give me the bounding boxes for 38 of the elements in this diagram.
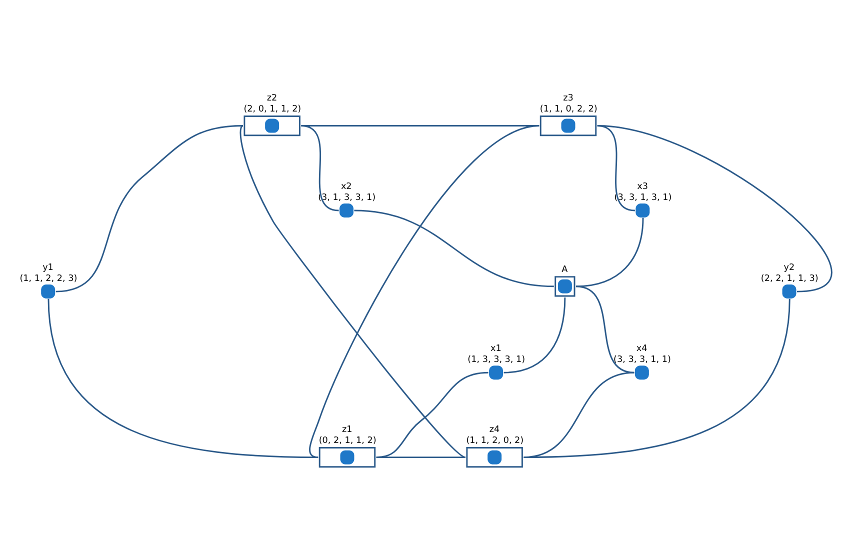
connector [524,298,790,458]
node-label: x4 [636,343,648,354]
node-label: (1, 1, 2, 2, 3) [20,273,78,284]
node-label: (2, 2, 1, 1, 3) [760,273,818,284]
node-box [466,446,523,468]
node-label: z1 [342,424,352,434]
node-label: (1, 1, 0, 2, 2) [540,104,598,114]
node-label: x2 [340,181,352,192]
node-label: (3, 3, 3, 1, 1) [614,354,671,364]
node-box [554,276,576,296]
connector [576,217,644,287]
node-label: (1, 3, 3, 3, 1) [468,354,526,364]
connector [376,371,488,458]
connector [48,298,318,458]
node-label: z4 [489,424,500,434]
connector [376,456,466,458]
connector [576,285,634,373]
node-label: (0, 2, 1, 1, 2) [318,436,376,446]
node-label: y1 [42,262,54,272]
connector [309,124,540,458]
connector [597,124,832,292]
connector [504,296,566,373]
connector [524,371,634,458]
node-label: y2 [784,262,795,272]
node-label: z3 [563,92,574,103]
node-label: x1 [490,343,502,354]
connector [354,209,554,287]
node-label: x3 [637,181,648,192]
node-label: A [562,264,568,275]
connector [301,124,339,211]
node-box [244,114,300,136]
node-label: (2, 0, 1, 1, 2) [244,104,302,114]
connector [56,124,243,292]
node-label: z2 [266,92,278,103]
node-label: (1, 1, 2, 0, 2) [466,436,524,446]
node-box [318,446,376,468]
node-box [540,114,597,136]
connector [240,124,466,458]
